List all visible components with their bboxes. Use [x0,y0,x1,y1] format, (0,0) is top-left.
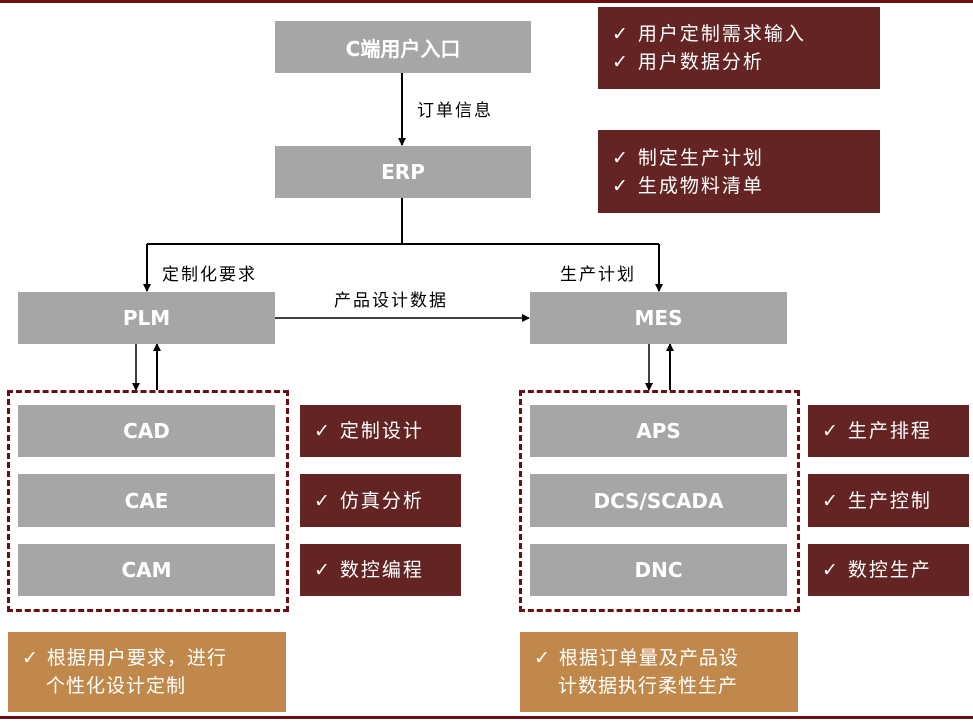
check-icon: ✓ [612,146,630,169]
note-line: ✓生产排程 [822,420,932,442]
label-custom-req: 定制化要求 [162,265,257,285]
check-icon: ✓ [314,559,332,581]
label-prod-plan: 生产计划 [560,265,636,285]
note-line: ✓生成物料清单 [612,174,764,197]
label-order-info: 订单信息 [417,101,493,121]
node-dnc: DNC [530,544,787,596]
bottom-rule [0,716,973,719]
mes-subsystem-group [519,390,800,612]
note-line: ✓制定生产计划 [612,146,764,169]
label-design-data: 产品设计数据 [334,291,448,311]
summary-line: 个性化设计定制 [46,675,187,697]
summary-line: ✓根据订单量及产品设 [534,647,739,669]
node-plm: PLM [18,292,275,344]
summary-line: 计数据执行柔性生产 [558,675,739,697]
check-icon: ✓ [314,489,332,512]
summary-line: ✓根据用户要求，进行 [22,647,227,669]
check-icon: ✓ [534,647,551,669]
note-line: ✓数控生产 [822,559,932,581]
node-cam: CAM [18,544,275,596]
note-line: ✓仿真分析 [314,489,424,512]
check-icon: ✓ [822,420,840,442]
summary-plm: ✓根据用户要求，进行 个性化设计定制 [8,632,286,712]
note-cad: ✓定制设计 [300,405,461,457]
node-aps: APS [530,405,787,457]
note-line: ✓数控编程 [314,559,424,581]
note-cam: ✓数控编程 [300,544,461,596]
node-c-entry: C端用户入口 [275,21,531,73]
check-icon: ✓ [822,489,840,512]
plm-subsystem-group [7,390,289,612]
check-icon: ✓ [612,23,630,45]
note-c-entry: ✓用户定制需求输入 ✓用户数据分析 [598,7,880,89]
node-cae: CAE [18,474,275,527]
check-icon: ✓ [612,174,630,197]
check-icon: ✓ [22,647,39,669]
node-erp: ERP [275,146,531,198]
node-dcs-scada: DCS/SCADA [530,474,787,527]
note-cae: ✓仿真分析 [300,474,461,527]
summary-mes: ✓根据订单量及产品设 计数据执行柔性生产 [520,632,798,712]
note-erp: ✓制定生产计划 ✓生成物料清单 [598,130,880,213]
note-aps: ✓生产排程 [808,405,969,457]
note-dcs: ✓生产控制 [808,474,969,527]
note-line: ✓定制设计 [314,420,424,442]
node-mes: MES [530,292,787,344]
check-icon: ✓ [314,420,332,442]
note-line: ✓生产控制 [822,489,932,512]
node-cad: CAD [18,405,275,457]
note-line: ✓用户定制需求输入 [612,23,806,45]
check-icon: ✓ [822,559,840,581]
note-dnc: ✓数控生产 [808,544,969,596]
top-rule [0,0,973,3]
check-icon: ✓ [612,51,630,73]
note-line: ✓用户数据分析 [612,51,764,73]
